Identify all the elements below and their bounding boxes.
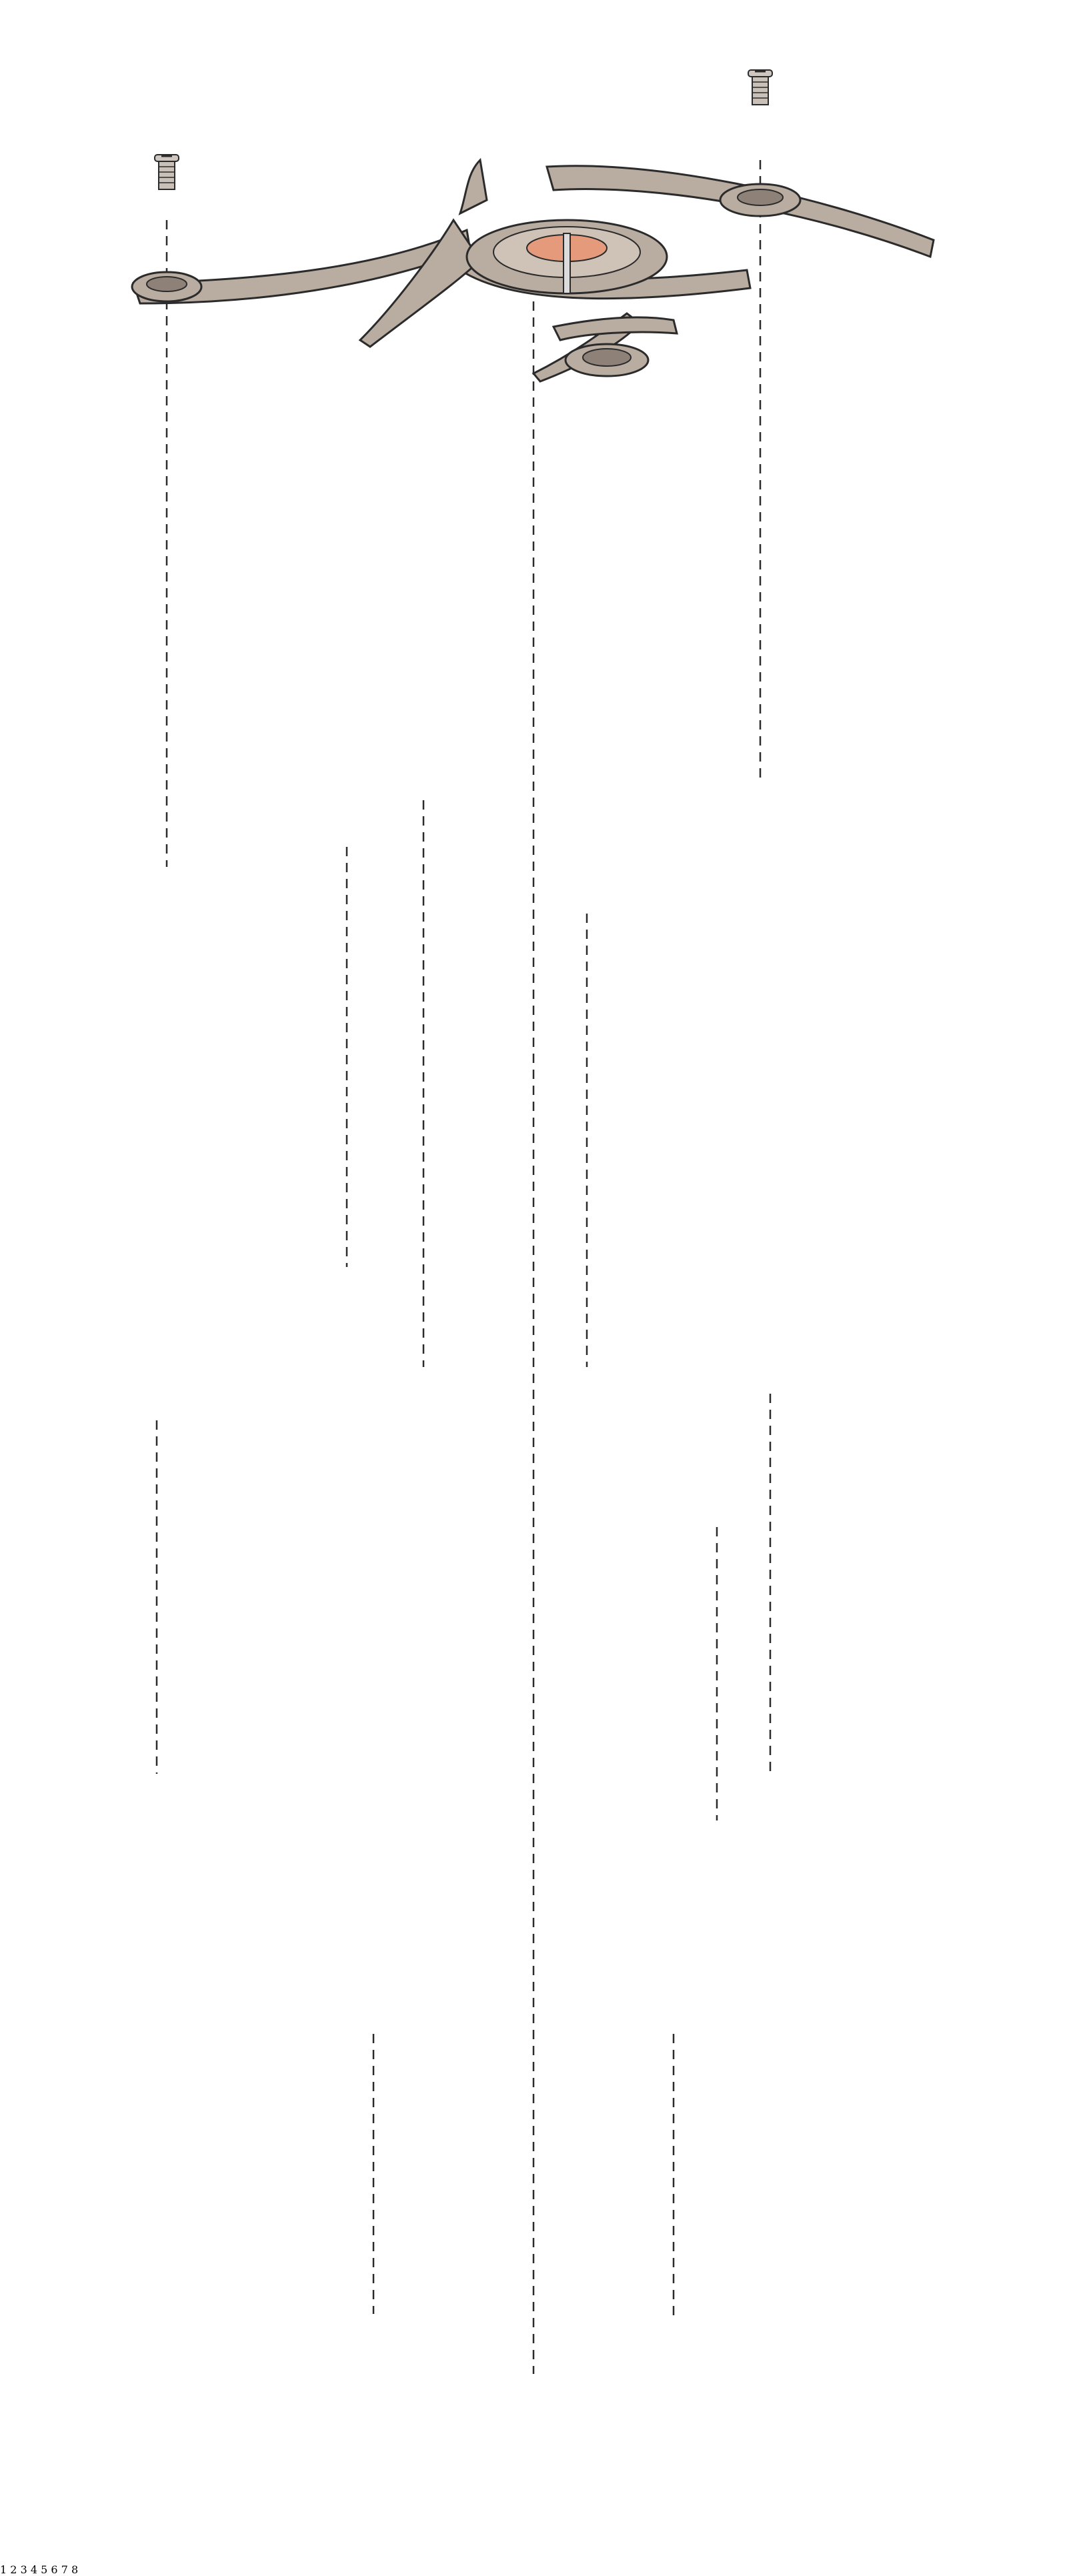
part-label-2: 2 — [10, 2563, 17, 2576]
part-label-4: 4 — [30, 2563, 38, 2576]
screw-icon: 3 4 5 — [21, 2563, 79, 2576]
part-1-tourbillon-bridge — [131, 69, 935, 383]
alignment-lines — [155, 160, 772, 2374]
screw-icon — [153, 153, 180, 191]
screw-icon: 3 4 5 — [21, 2563, 79, 2576]
screw-icon: 6 7 — [51, 2563, 78, 2576]
part-label-7: 7 — [61, 2563, 68, 2576]
screw-icon: 8 — [71, 2563, 78, 2576]
part-label-6: 6 — [51, 2563, 58, 2576]
part-label-3: 3 — [20, 2563, 27, 2576]
part-label-5: 5 — [41, 2563, 48, 2576]
screw-icon: 8 — [71, 2563, 78, 2576]
screw-icon — [747, 69, 774, 106]
part-label-1: 1 — [0, 2563, 7, 2576]
screw-icon: 6 7 — [51, 2563, 78, 2576]
screw-icon: 3 4 5 — [21, 2563, 79, 2576]
screw-icon: 8 — [71, 2563, 78, 2576]
part-label-8: 8 — [71, 2563, 79, 2576]
